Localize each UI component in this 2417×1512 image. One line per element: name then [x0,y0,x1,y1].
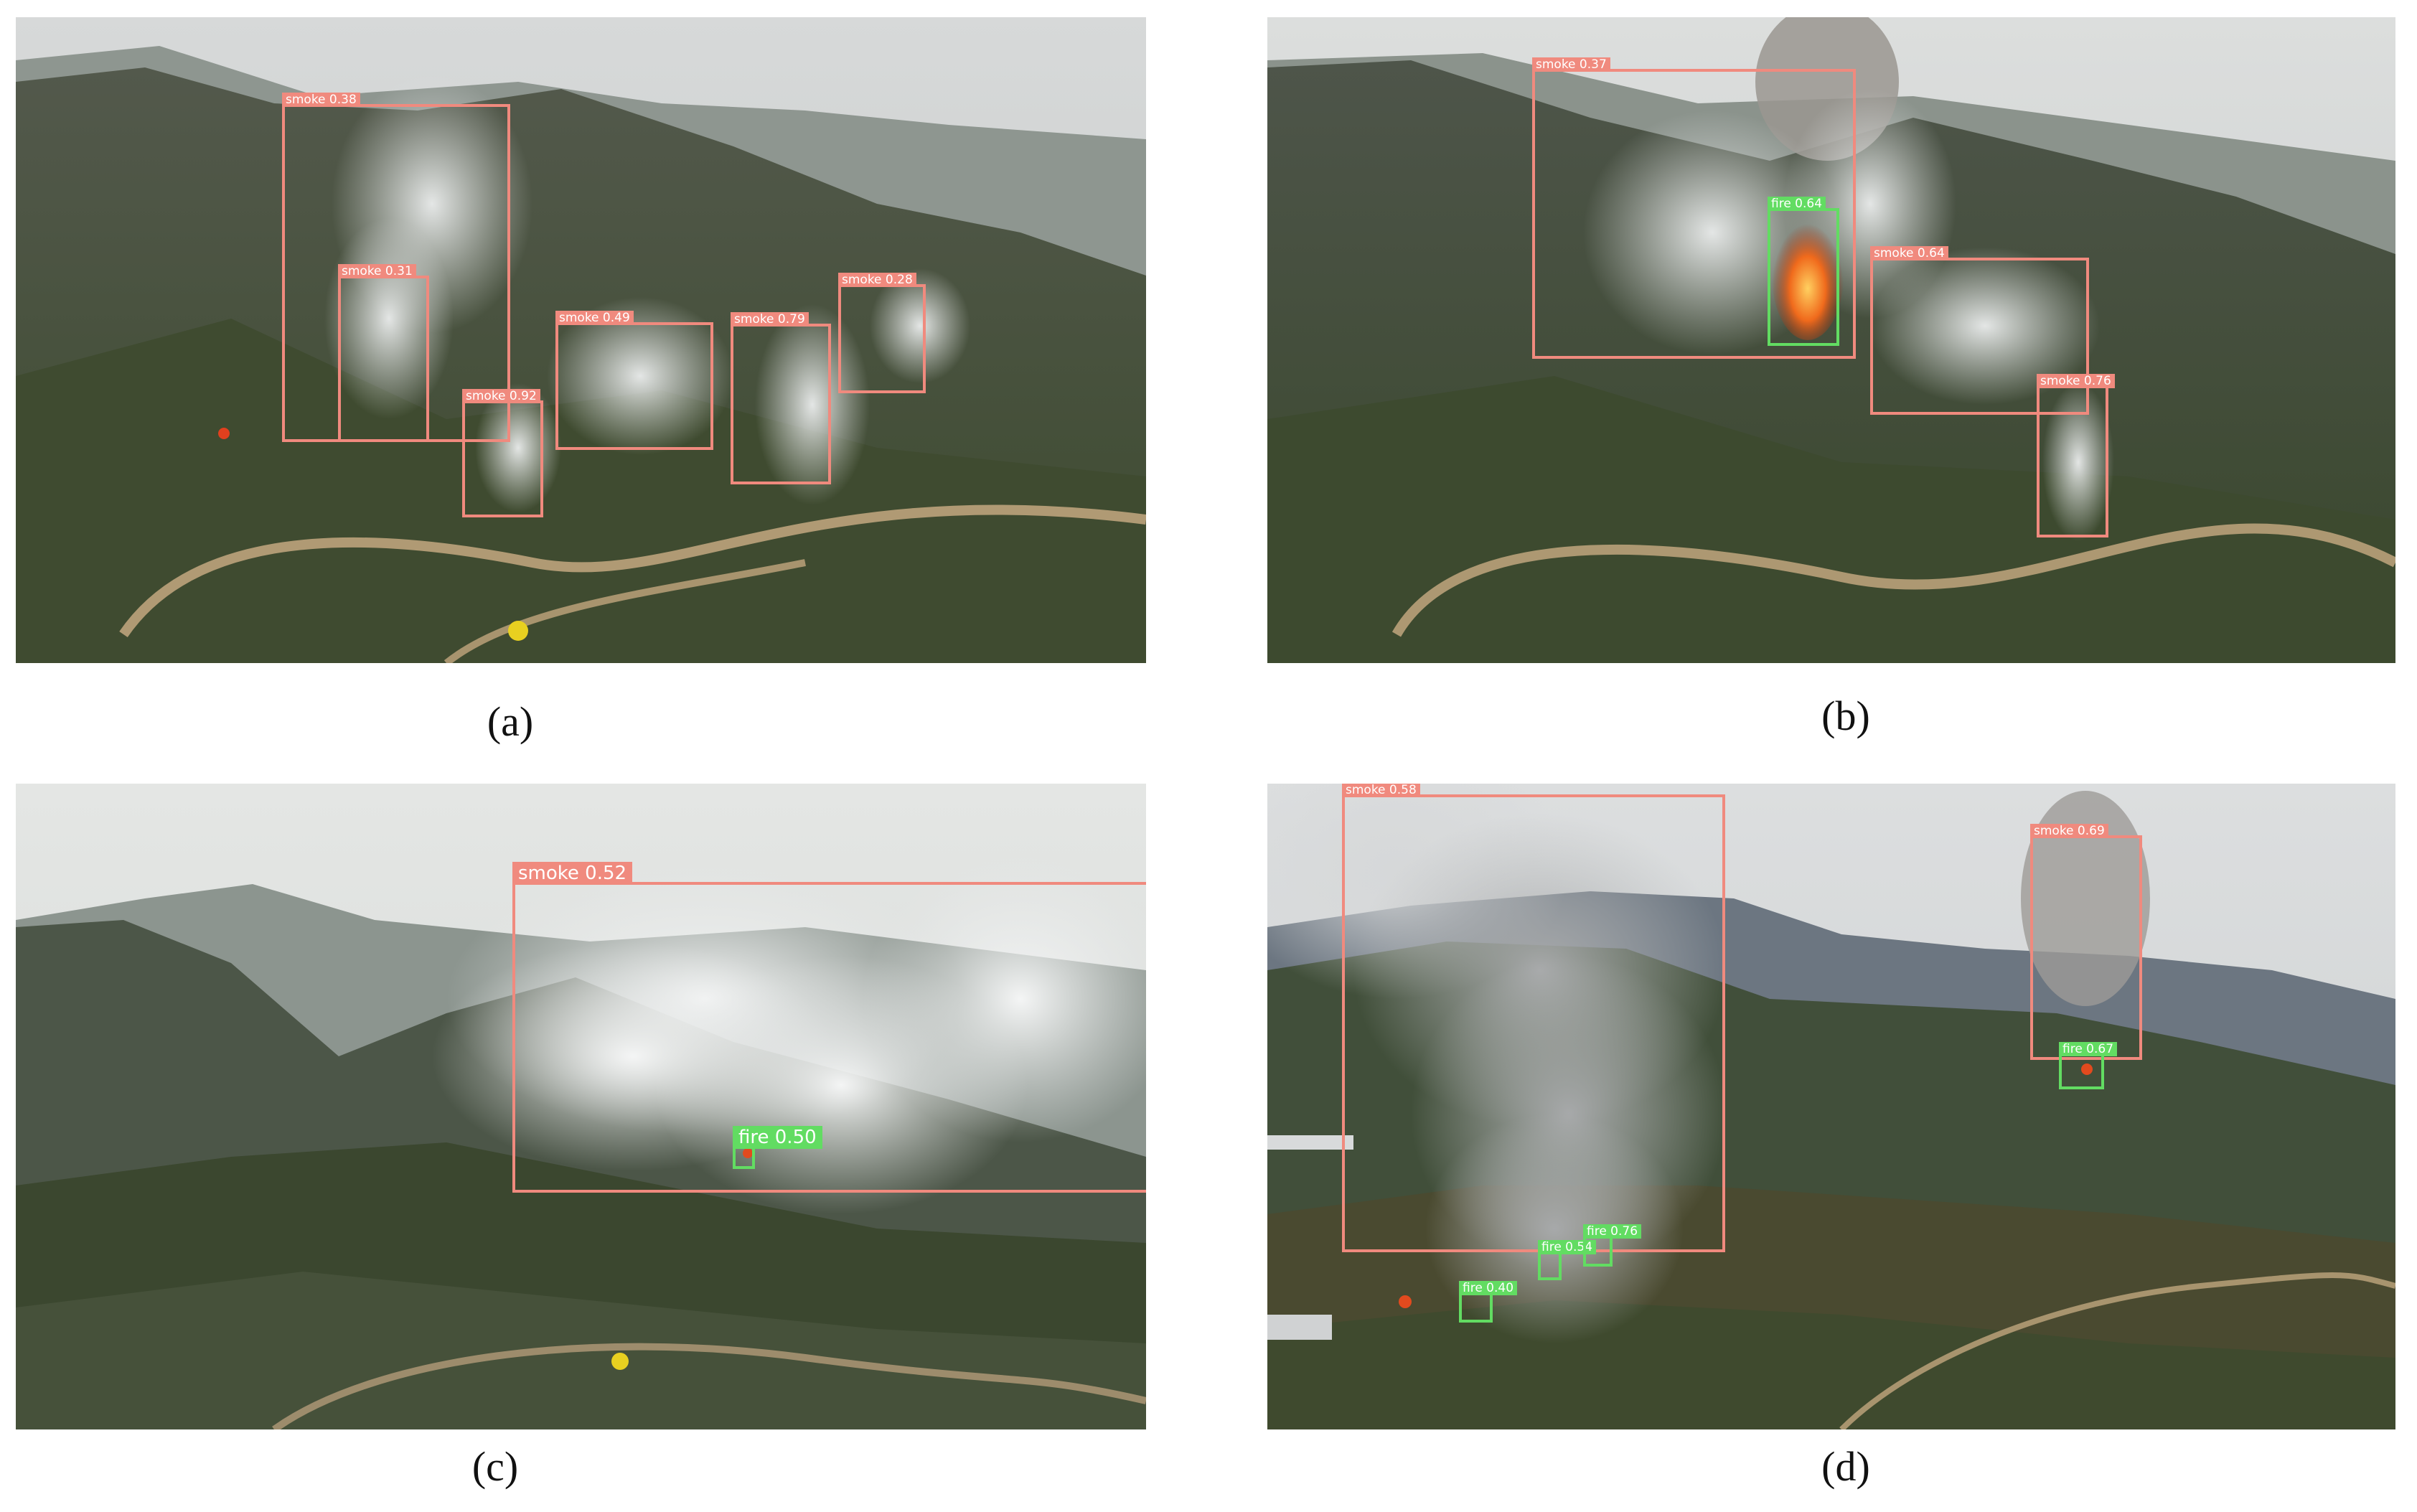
forest-fire-scene-a [16,17,1146,663]
smoke-detection-box: smoke 0.79 [731,312,831,484]
caption-d: (d) [1821,1443,1870,1490]
detection-label: smoke 0.31 [338,264,416,278]
detection-label: smoke 0.37 [1532,57,1610,72]
smoke-detection-box: smoke 0.37 [1532,57,1856,359]
image-panel-b: smoke 0.37 fire 0.64 smoke 0.64 smoke 0.… [1267,17,2395,663]
image-panel-c: smoke 0.52 fire 0.50 [16,784,1146,1429]
detection-label: smoke 0.64 [1870,246,1948,260]
detection-label: fire 0.54 [1538,1240,1597,1254]
smoke-detection-box: smoke 0.92 [462,389,543,517]
forest-fire-scene-d [1267,784,2395,1429]
caption-a: (a) [487,698,534,745]
detection-label: fire 0.64 [1768,197,1826,211]
smoke-detection-box: smoke 0.28 [838,273,926,393]
detection-label: smoke 0.92 [462,389,540,403]
detection-label: smoke 0.52 [512,862,633,885]
fire-detection-box: fire 0.67 [2059,1042,2118,1089]
fire-detection-box: fire 0.64 [1768,197,1839,346]
detection-label: smoke 0.69 [2030,824,2108,838]
smoke-detection-box: smoke 0.64 [1870,246,2089,415]
detection-label: smoke 0.49 [555,311,634,325]
image-panel-a: smoke 0.38 smoke 0.31 smoke 0.92 smoke 0… [16,17,1146,663]
detection-label: fire 0.67 [2059,1042,2118,1056]
detection-label: fire 0.76 [1583,1224,1642,1239]
smoke-detection-box: smoke 0.58 [1342,784,1725,1252]
detection-label: smoke 0.79 [731,312,809,327]
smoke-detection-box: smoke 0.49 [555,311,713,450]
smoke-detection-box: smoke 0.76 [2037,374,2115,537]
forest-fire-scene-b [1267,17,2395,663]
image-panel-d: smoke 0.58 smoke 0.69 fire 0.67 fire 0.5… [1267,784,2395,1429]
fire-detection-box: fire 0.76 [1583,1224,1642,1267]
detection-label: smoke 0.28 [838,273,916,287]
fire-detection-box: fire 0.50 [733,1126,822,1169]
detection-label: smoke 0.38 [282,93,360,107]
detection-label: smoke 0.76 [2037,374,2115,388]
detection-label: smoke 0.58 [1342,784,1420,797]
fire-detection-box: fire 0.54 [1538,1240,1597,1280]
detection-label: fire 0.40 [1459,1281,1518,1295]
forest-fire-scene-c [16,784,1146,1429]
fire-detection-box: fire 0.40 [1459,1281,1518,1323]
caption-c: (c) [471,1443,519,1490]
caption-b: (b) [1821,692,1870,739]
smoke-detection-box: smoke 0.69 [2030,824,2142,1060]
detection-label: fire 0.50 [733,1126,822,1149]
smoke-detection-box: smoke 0.31 [338,264,429,442]
smoke-detection-box: smoke 0.52 [512,862,1146,1193]
